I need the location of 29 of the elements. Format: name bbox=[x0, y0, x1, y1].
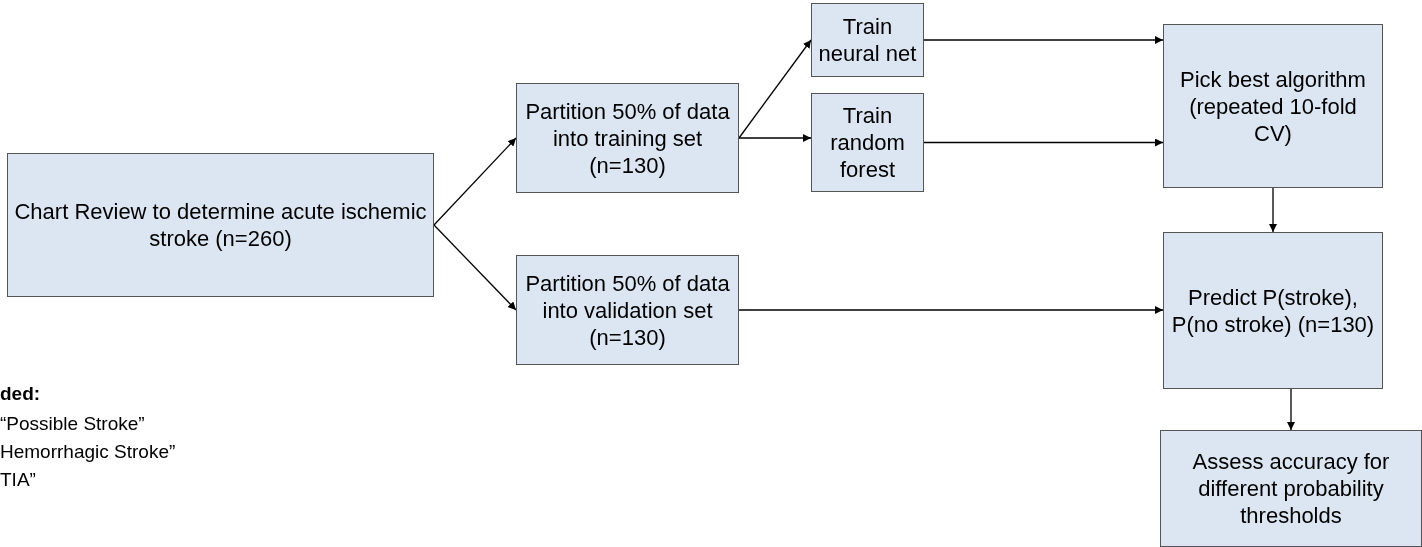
process-box bbox=[1163, 232, 1383, 389]
list-item: TIA” bbox=[0, 469, 36, 491]
process-box bbox=[516, 255, 739, 365]
process-box bbox=[1160, 430, 1422, 547]
process-box bbox=[1163, 24, 1383, 188]
arrow bbox=[923, 36, 1164, 44]
arrow bbox=[738, 39, 812, 139]
arrow bbox=[433, 137, 517, 226]
arrow bbox=[1287, 388, 1295, 431]
list-heading: ded: bbox=[0, 383, 41, 405]
box-text: Predict P(stroke), P(no stroke) (n=130) bbox=[1170, 283, 1376, 338]
process-box bbox=[516, 83, 739, 193]
process-box bbox=[811, 3, 924, 77]
process-box bbox=[811, 93, 924, 192]
arrow bbox=[433, 224, 517, 311]
box-text: Train neural net bbox=[817, 13, 918, 67]
box-text: Train random forest bbox=[829, 102, 906, 183]
arrow bbox=[923, 138, 1164, 147]
arrow bbox=[738, 134, 812, 142]
list-item: “Possible Stroke” bbox=[0, 413, 145, 435]
box-text: Chart Review to determine acute ischemic stroke (n=260) bbox=[13, 198, 428, 252]
box-text: Pick best algorithm (repeated 10-fold CV) bbox=[1179, 65, 1367, 147]
list-item: Hemorrhagic Stroke” bbox=[0, 441, 176, 463]
box-text: Assess accuracy for different probability thresholds bbox=[1191, 448, 1391, 529]
arrow bbox=[1269, 187, 1277, 233]
box-text: Partition 50% of data into validation set (n=130) bbox=[524, 269, 731, 351]
arrow bbox=[738, 306, 1164, 314]
box-text: Partition 50% of data into training set (n=130) bbox=[524, 97, 731, 179]
process-box bbox=[7, 153, 434, 297]
